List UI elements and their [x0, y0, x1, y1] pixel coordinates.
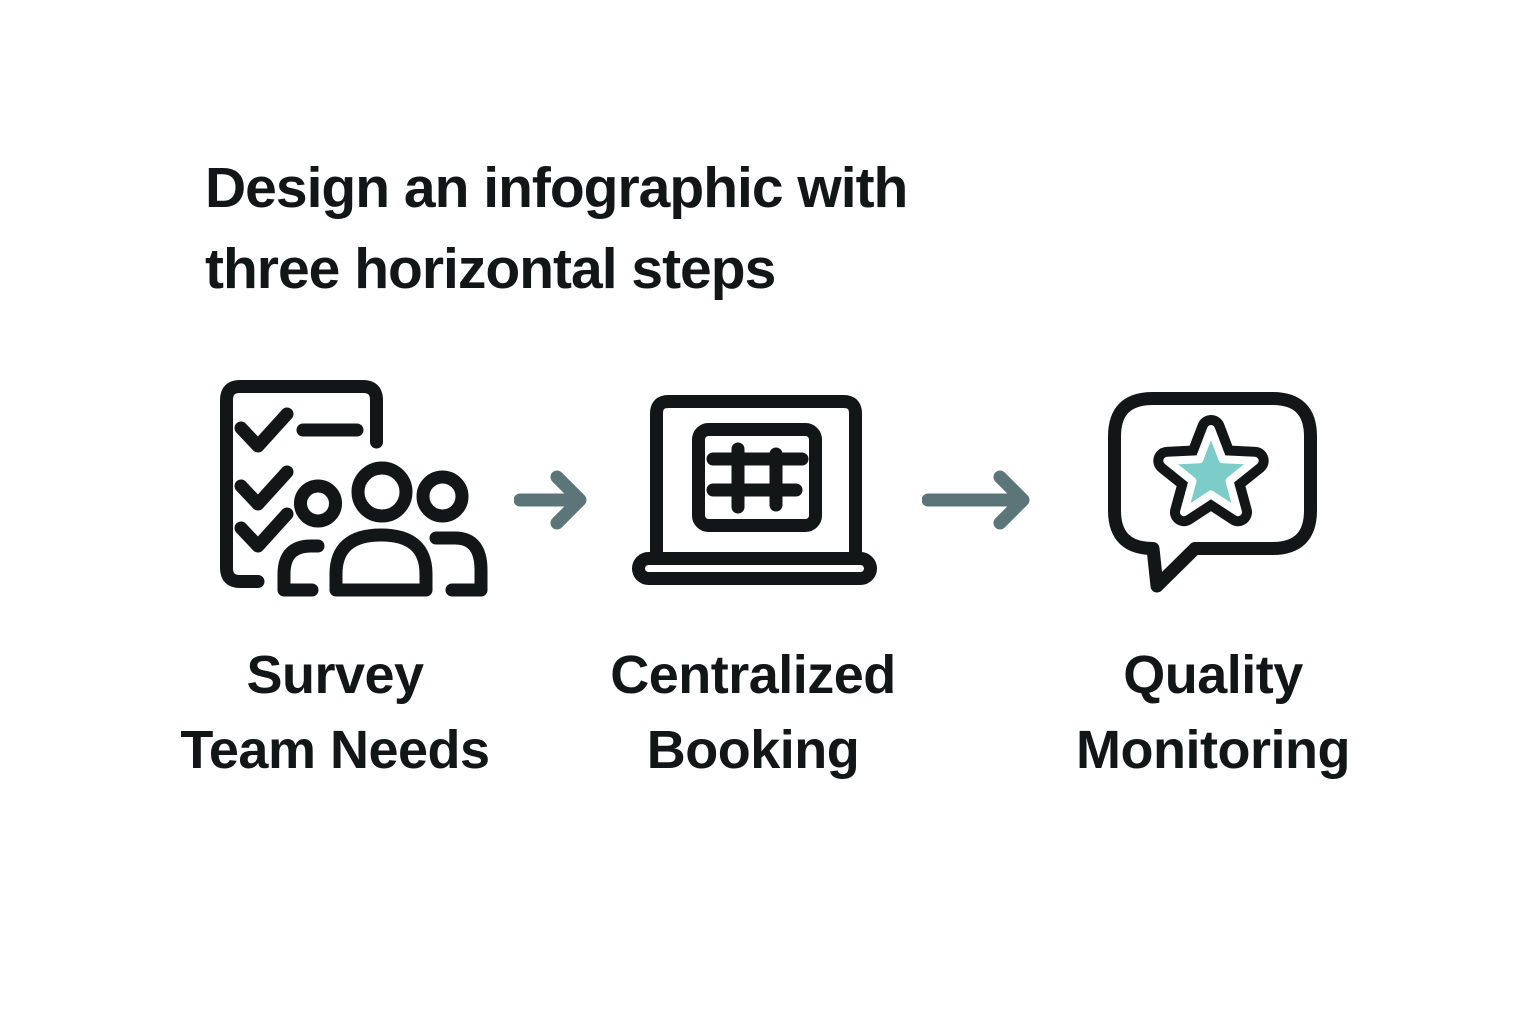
- star-icon: [1163, 425, 1259, 517]
- arrow-right-icon: [514, 470, 587, 530]
- step-label-survey-team-needs: Survey Team Needs: [115, 638, 555, 788]
- booking-table-frame: [692, 423, 822, 532]
- checkmark-icon: [234, 407, 294, 453]
- step-label-quality-monitoring: Quality Monitoring: [993, 638, 1433, 788]
- checkmark-icon: [234, 507, 294, 553]
- person-head-center: [351, 461, 413, 523]
- centralized-booking-icon: [632, 395, 877, 585]
- person-shoulders-left: [277, 539, 325, 597]
- step-label-line-2: Monitoring: [1076, 720, 1350, 780]
- arrow-strokes: [514, 470, 587, 530]
- arrow-strokes: [922, 470, 1030, 530]
- laptop-screen: [650, 395, 862, 562]
- arrow-head: [993, 470, 1030, 530]
- person-head-left: [294, 479, 342, 528]
- laptop-base: [632, 552, 877, 585]
- arrow-head: [550, 470, 587, 530]
- speech-bubble-star-icon: [1108, 392, 1317, 593]
- document-outline: [220, 380, 383, 588]
- checklist-people-icon: [220, 380, 488, 597]
- title-line-2: three horizontal steps: [205, 237, 776, 301]
- step-label-line-1: Survey: [246, 645, 424, 705]
- step-label-line-2: Booking: [646, 720, 860, 780]
- laptop-grid-icon: [632, 395, 877, 585]
- person-head-right: [416, 470, 469, 523]
- step-label-line-2: Team Needs: [180, 720, 490, 780]
- checkmark-icon: [234, 465, 294, 511]
- step-label-line-1: Quality: [1123, 645, 1303, 705]
- page-title: Design an infographic with three horizon…: [205, 148, 908, 310]
- step-label-centralized-booking: Centralized Booking: [533, 638, 973, 788]
- step-label-line-1: Centralized: [610, 645, 896, 705]
- quality-monitoring-icon: [1108, 392, 1317, 593]
- person-shoulders-right: [429, 531, 488, 597]
- person-shoulders-center: [329, 528, 433, 597]
- title-line-1: Design an infographic with: [205, 156, 908, 220]
- survey-team-needs-icon: [220, 380, 488, 597]
- arrow-right-icon: [922, 470, 1030, 530]
